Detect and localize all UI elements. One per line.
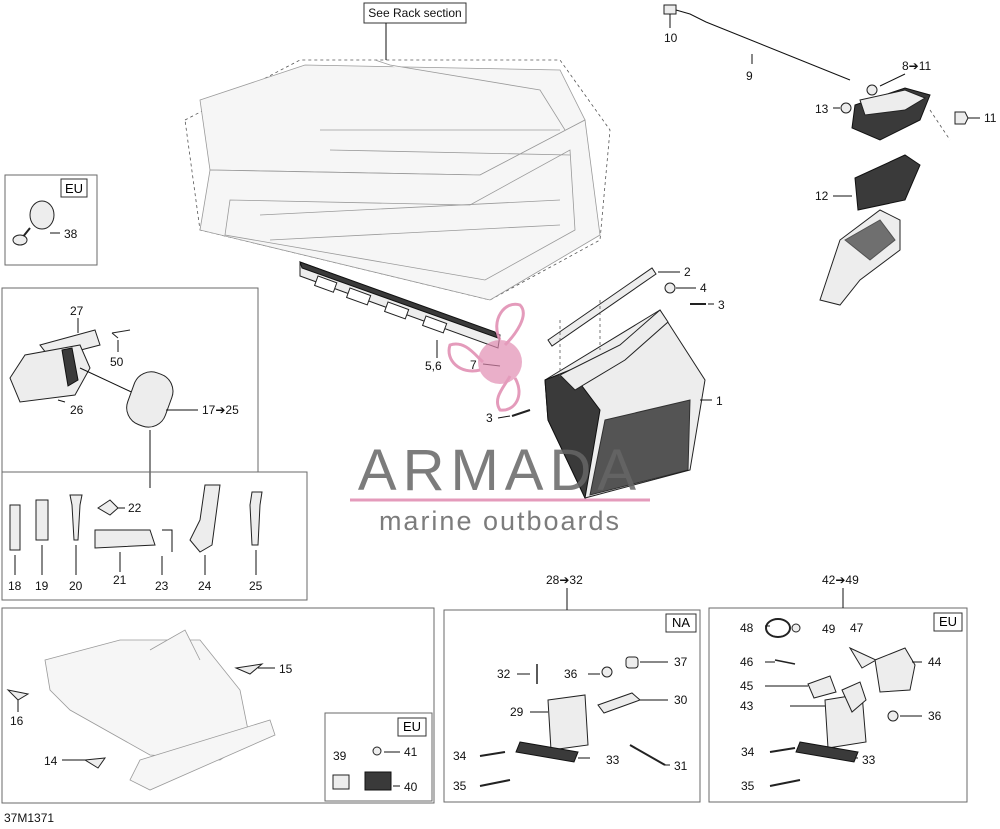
callout-3b: 3	[486, 411, 493, 425]
callout-22: 22	[128, 501, 142, 515]
eu-tag-bracket: EU	[939, 614, 957, 629]
eu-tag-snowmobile: EU	[403, 719, 421, 734]
eu-tag-mirror: EU	[65, 181, 83, 196]
diagram-id: 37M1371	[4, 811, 54, 825]
callout-44: 44	[928, 655, 942, 669]
callout-32: 32	[497, 667, 511, 681]
watermark-brand: ARMADA	[358, 438, 642, 503]
callout-48: 48	[740, 621, 754, 635]
callout-labels: 1 2 3 3 4 5,6 7 8➔11 9 10 11 12 13 14 15…	[8, 31, 997, 794]
tools-box	[1, 471, 308, 601]
rack-note-text: See Rack section	[368, 6, 461, 20]
callout-17-25: 17➔25	[202, 403, 239, 417]
mud-flap-part	[544, 309, 712, 500]
callout-39: 39	[333, 749, 347, 763]
callout-35a: 35	[453, 779, 467, 793]
propeller-logo	[447, 302, 525, 412]
callout-10: 10	[664, 31, 678, 45]
callout-27: 27	[70, 304, 84, 318]
side-rail-part	[299, 261, 501, 358]
callout-3a: 3	[718, 298, 725, 312]
callout-45: 45	[740, 679, 754, 693]
callout-13: 13	[815, 102, 829, 116]
taillight-group	[663, 4, 980, 306]
na-bracket-box: NA	[443, 588, 701, 803]
callout-47: 47	[850, 621, 864, 635]
snowmobile-box: EU	[1, 607, 435, 804]
callout-5-6: 5,6	[425, 359, 442, 373]
callout-23: 23	[155, 579, 169, 593]
callout-8-11: 8➔11	[902, 59, 932, 73]
callout-20: 20	[69, 579, 83, 593]
strip-part	[547, 267, 680, 380]
rack-note: See Rack section	[363, 2, 467, 60]
callout-15: 15	[279, 662, 293, 676]
callout-35b: 35	[741, 779, 755, 793]
callout-34a: 34	[453, 749, 467, 763]
callout-24: 24	[198, 579, 212, 593]
callout-25: 25	[249, 579, 263, 593]
callout-29: 29	[510, 705, 524, 719]
callout-41: 41	[404, 745, 418, 759]
callout-28-32: 28➔32	[546, 573, 583, 587]
callout-36b: 36	[928, 709, 942, 723]
callout-43: 43	[740, 699, 754, 713]
washer-screw-parts	[482, 282, 714, 419]
callout-36a: 36	[564, 667, 578, 681]
watermark-tagline: marine outboards	[379, 506, 621, 536]
eu-mirror-box: EU	[4, 174, 98, 266]
callout-30: 30	[674, 693, 688, 707]
callout-11: 11	[984, 111, 997, 125]
callout-34b: 34	[741, 745, 755, 759]
callout-9: 9	[746, 69, 753, 83]
callout-37: 37	[674, 655, 688, 669]
callout-18: 18	[8, 579, 22, 593]
callout-40: 40	[404, 780, 418, 794]
watermark: ARMADA marine outboards	[350, 302, 650, 536]
na-tag: NA	[672, 615, 690, 630]
callout-16: 16	[10, 714, 24, 728]
callout-2: 2	[684, 265, 691, 279]
callout-4: 4	[700, 281, 707, 295]
callout-26: 26	[70, 403, 84, 417]
callout-38: 38	[64, 227, 78, 241]
callout-1: 1	[716, 394, 723, 408]
callout-12: 12	[815, 189, 829, 203]
callout-33a: 33	[606, 753, 620, 767]
callout-46: 46	[740, 655, 754, 669]
callout-31: 31	[674, 759, 688, 773]
toolkit-box	[1, 287, 259, 488]
callout-21: 21	[113, 573, 127, 587]
callout-50: 50	[110, 355, 124, 369]
rack-assembly	[184, 59, 611, 301]
callout-42-49: 42➔49	[822, 573, 859, 587]
callout-14: 14	[44, 754, 58, 768]
callout-7: 7	[470, 358, 477, 372]
eu-bracket-box: EU	[708, 588, 968, 803]
callout-49: 49	[822, 622, 836, 636]
callout-33b: 33	[862, 753, 876, 767]
callout-19: 19	[35, 579, 49, 593]
